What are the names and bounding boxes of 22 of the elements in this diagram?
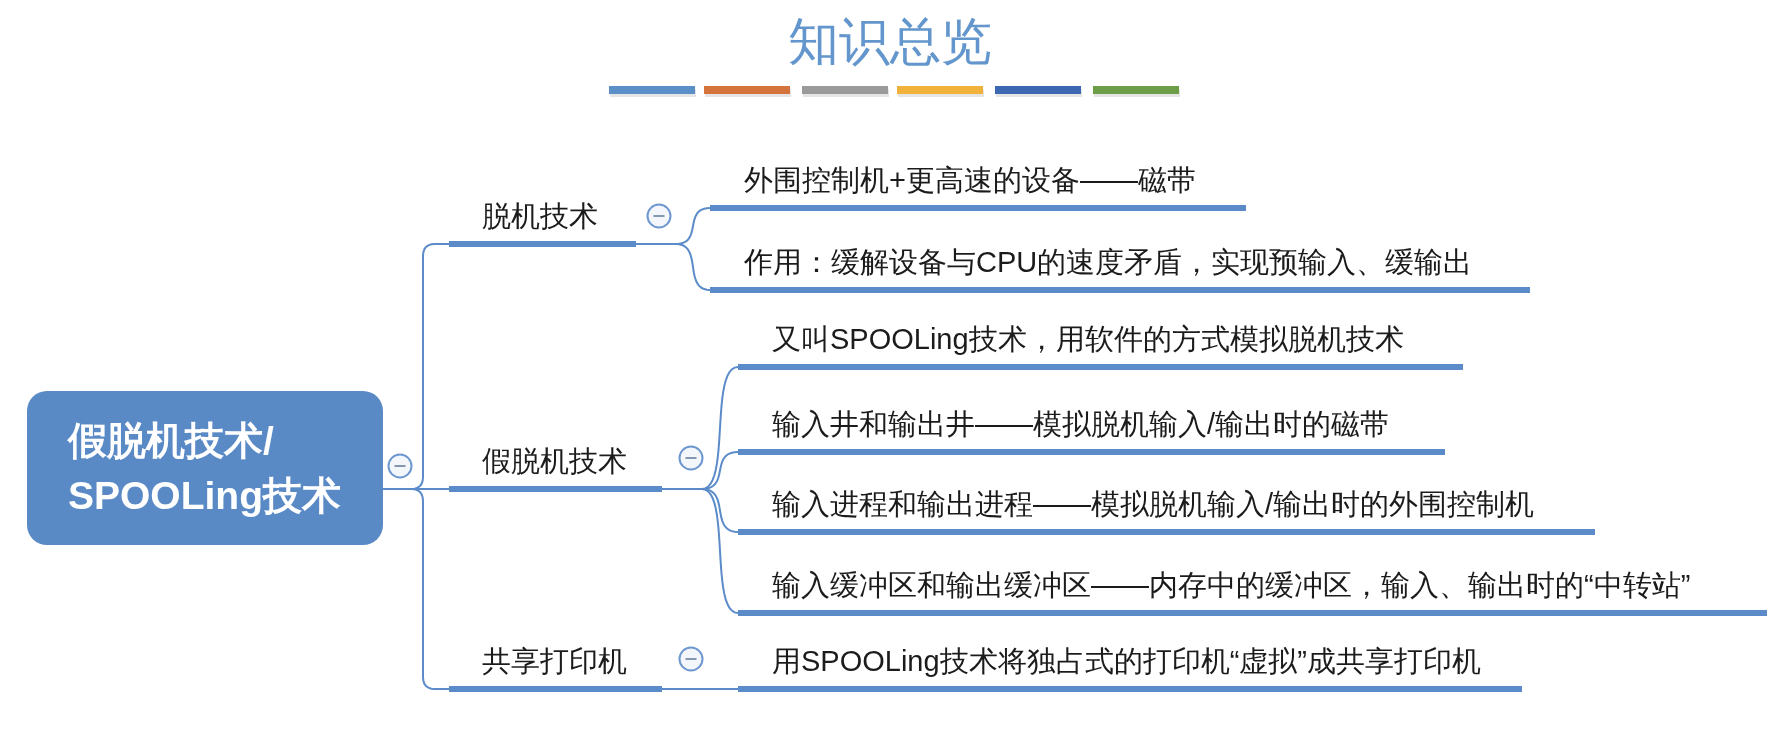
diagram-title: 知识总览 — [788, 12, 992, 72]
subtopic — [710, 244, 1530, 293]
connector-line — [661, 688, 739, 690]
topic-text: 共享打印机 — [482, 644, 627, 679]
topic-text: 外围控制机+更高速的设备——磁带 — [744, 163, 1196, 198]
topic-text: 输入缓冲区和输出缓冲区——内存中的缓冲区，输入、输出时的“中转站” — [772, 568, 1691, 603]
topic-text: 脱机技术 — [482, 199, 598, 234]
subtopic — [738, 643, 1522, 692]
connector-line — [635, 243, 711, 291]
topic-text: 作用：缓解设备与CPU的速度矛盾，实现预输入、缓输出 — [744, 245, 1473, 280]
central-topic-box — [27, 391, 383, 545]
topic-text: 用SPOOLing技术将独占式的打印机“虚拟”成共享打印机 — [772, 644, 1481, 679]
topic-text: 假脱机技术/ SPOOLing技术 — [68, 418, 342, 519]
connector-line — [661, 488, 739, 614]
topic-text: 输入进程和输出进程——模拟脱机输入/输出时的外围控制机 — [772, 487, 1535, 522]
topic-text: 输入井和输出井——模拟脱机输入/输出时的磁带 — [772, 407, 1390, 442]
subtopic — [738, 321, 1463, 370]
topic-text: 假脱机技术 — [482, 444, 627, 479]
branch-topic — [449, 643, 662, 692]
connector-line — [382, 488, 450, 690]
topic-text: 又叫SPOOLing技术，用软件的方式模拟脱机技术 — [772, 322, 1404, 357]
subtopic — [710, 162, 1246, 211]
